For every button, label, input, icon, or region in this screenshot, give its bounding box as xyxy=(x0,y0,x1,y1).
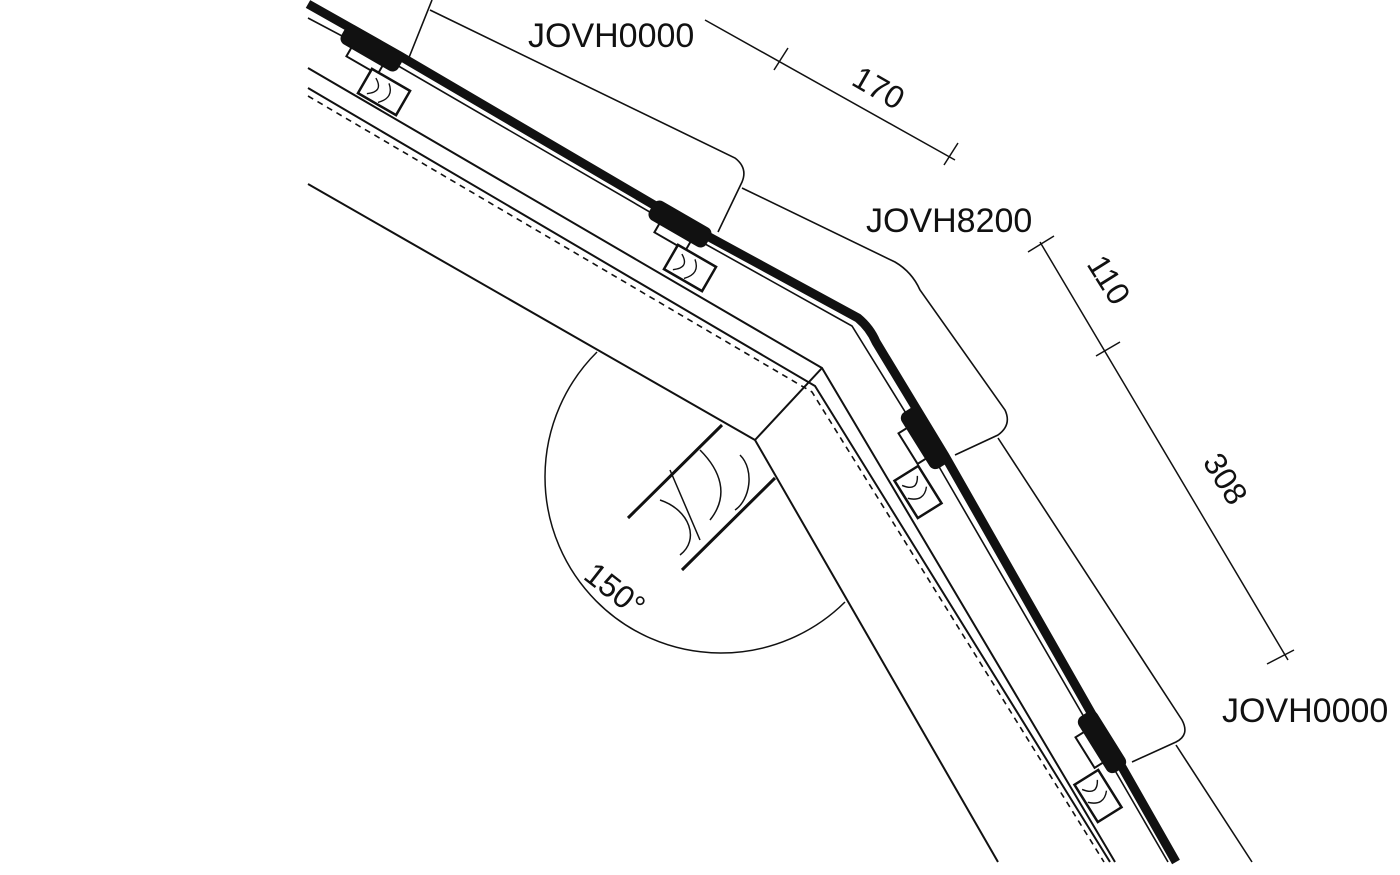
dim-tick-right-1 xyxy=(1027,235,1055,253)
top-tile-outline xyxy=(407,0,745,233)
dim-tick-top-1 xyxy=(773,47,789,71)
dim-label-top: 170 xyxy=(847,59,911,117)
dimension-lines xyxy=(704,19,1295,665)
rafter-end-line xyxy=(754,367,823,441)
tile-profile-line xyxy=(305,0,1180,865)
clip-2 xyxy=(648,200,712,252)
angle-label: 150° xyxy=(578,555,652,624)
rafter-bottom-line xyxy=(307,183,756,441)
dim-label-ridge: 110 xyxy=(1080,249,1138,311)
lower-rafter-line xyxy=(754,439,999,863)
lower-tile-back-line xyxy=(1175,744,1253,863)
angle-indicator xyxy=(544,351,846,654)
label-lower-tile: JOVH0000 xyxy=(1222,692,1388,730)
dim-label-lower: 308 xyxy=(1196,447,1255,511)
label-top-tile: JOVH0000 xyxy=(528,17,694,55)
dim-tick-right-3 xyxy=(1266,649,1295,665)
clip-3 xyxy=(897,406,950,470)
batten-3 xyxy=(892,464,944,520)
batten-2 xyxy=(662,243,718,293)
tile-clips xyxy=(340,24,1127,774)
ridge-beam xyxy=(626,423,777,572)
angle-arc xyxy=(544,351,846,654)
clip-4 xyxy=(1074,710,1127,774)
tile-profile xyxy=(305,0,1180,865)
clip-1 xyxy=(340,24,404,76)
rafter-inner-line xyxy=(307,87,1111,863)
batten-1 xyxy=(356,67,412,117)
dim-tick-right-2 xyxy=(1095,341,1121,357)
dim-line-top xyxy=(704,19,956,161)
ridge-beam-grain xyxy=(659,449,750,556)
labels: JOVH0000 JOVH8200 JOVH0000 170 110 308 1… xyxy=(528,17,1388,730)
ridge-tile-outline xyxy=(741,187,1009,456)
ridge-beam-outline xyxy=(626,423,777,572)
dim-tick-top-2 xyxy=(943,142,959,166)
underlay-dashed-line xyxy=(307,95,1105,863)
battens xyxy=(356,67,1124,824)
roof-structure xyxy=(307,67,1116,863)
label-ridge-tile: JOVH8200 xyxy=(866,202,1032,240)
batten-4 xyxy=(1072,768,1124,824)
tile-outlines xyxy=(407,0,1253,863)
lower-tile-outline xyxy=(997,437,1186,763)
dim-line-right xyxy=(1039,241,1289,661)
